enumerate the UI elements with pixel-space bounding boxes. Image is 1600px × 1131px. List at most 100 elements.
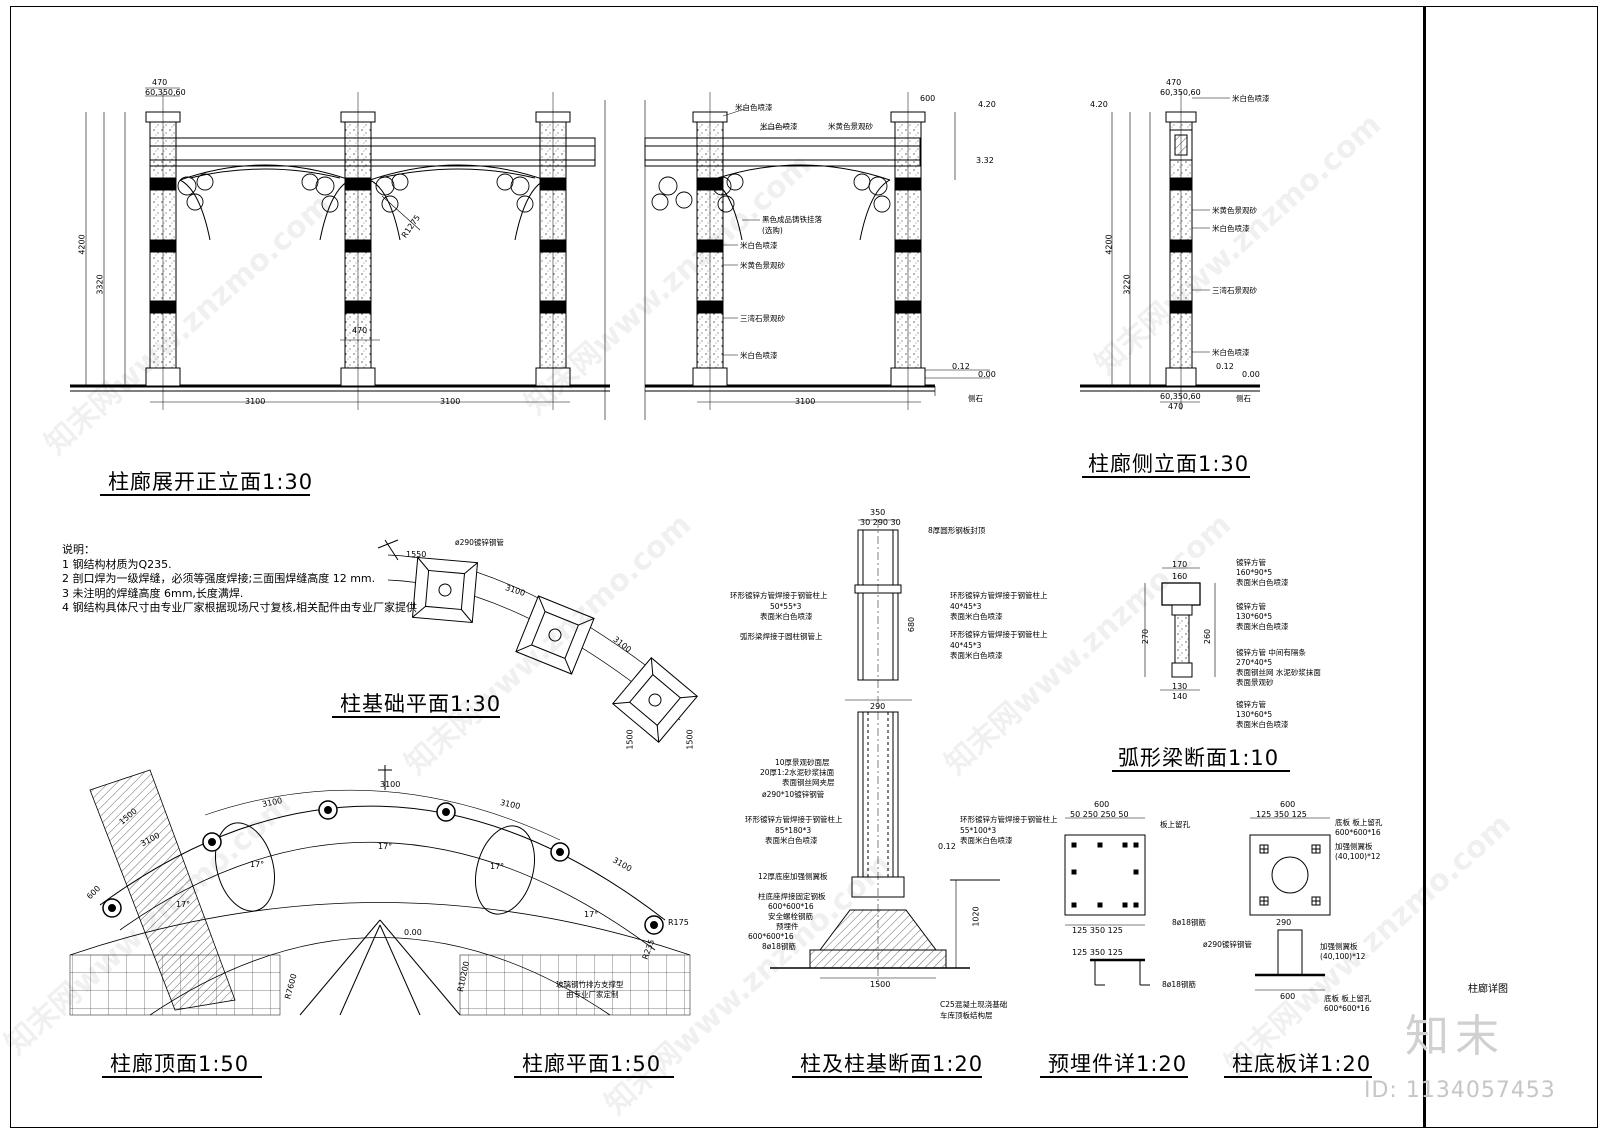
dim-text: 270 (1141, 628, 1151, 645)
label-galv-size: 160*90*5 (1236, 568, 1273, 577)
dim-text: 0.00 (1242, 370, 1260, 379)
drawing-frame (10, 6, 1598, 1128)
title-column-section: 柱及柱基断面1:20 (800, 1052, 984, 1076)
dim-text: R175 (668, 918, 689, 927)
dim-text: 17° (176, 900, 191, 909)
dim-text: 50 250 250 50 (1070, 810, 1129, 819)
label-ring-tube: 环形镀锌方管焊接于钢管柱上 (950, 630, 1048, 639)
label-tube-size: 50*55*3 (770, 602, 802, 611)
dim-text: 3100 (380, 780, 401, 789)
label-arc-beam: 弧形梁焊接于圆柱钢管上 (740, 632, 823, 641)
dim-text: 1500 (870, 980, 891, 989)
label-pipe-wall: ø290*10镀锌钢管 (762, 790, 825, 799)
label-rebar: 8ø18钢筋 (762, 942, 796, 951)
dim-text: 3320 (95, 274, 105, 295)
dim-text: 1500 (685, 729, 695, 750)
dim-text: 470 (1166, 78, 1182, 87)
label-anchor: 8ø18钢筋 (1172, 918, 1206, 927)
label-mesh-render: 表面钢丝网 水泥砂浆抹面 (1236, 668, 1321, 677)
dim-text: 60,350,60 (145, 88, 186, 97)
label-tube-size: 40*45*3 (950, 641, 982, 650)
label-embedded-size: 600*600*16 (748, 932, 794, 941)
dim-text: 3100 (245, 397, 266, 406)
label-galv-size: 130*60*5 (1236, 710, 1273, 719)
title-embedded-detail: 预埋件详1:20 (1048, 1052, 1188, 1076)
label-ring-tube: 环形镀锌方管焊接于钢管柱上 (730, 591, 828, 600)
title-front-elevation: 柱廊展开正立面1:30 (108, 470, 314, 494)
general-notes: 说明： 1 钢结构材质为Q235. 2 剖口焊为一级焊缝，必须等强度焊接;三面围… (62, 543, 417, 616)
dim-text: 130 (1172, 682, 1188, 691)
label-optional: (选购) (762, 226, 783, 235)
label-curb: 侧石 (968, 394, 983, 403)
label-embedded: 预埋件 (776, 922, 799, 931)
label-galv-size: 130*60*5 (1236, 612, 1273, 621)
dim-text: 600 (920, 94, 936, 103)
note-line: 1 钢结构材质为Q235. (62, 557, 172, 571)
label-plate-hole: 板上留孔 (1160, 820, 1190, 829)
label-layer20: 20厚1:2水泥砂浆抹面 (760, 768, 835, 777)
dim-text: 60,350,60 (1160, 392, 1201, 401)
label-surface-paint: 表面米白色喷漆 (960, 836, 1013, 845)
label-surface-paint: 表面米白色喷漆 (1236, 720, 1289, 729)
dim-text: 0.00 (978, 370, 996, 379)
title-underline (100, 494, 310, 496)
label-surface-paint: 表面米白色喷漆 (1236, 622, 1289, 631)
label-c25: C25混凝土现浇基础 (940, 1000, 1008, 1009)
title-underline (332, 716, 500, 718)
label-ring-size: 55*100*3 (960, 826, 997, 835)
base-plate-detail (1249, 817, 1331, 991)
label-paint-white: 米白色喷漆 (735, 103, 773, 112)
label-layer10: 10厚景观砂面层 (775, 758, 830, 767)
front-elevation-right (644, 92, 990, 420)
note-line: 说明： (62, 543, 95, 556)
dim-text: 0.00 (404, 928, 422, 937)
label-surface-paint: 表面米白色喷漆 (760, 612, 813, 621)
dim-text: 4200 (1104, 234, 1114, 255)
title-underline (1112, 770, 1290, 772)
dim-text: 160 (1172, 572, 1188, 581)
label-pipe-290: ø290镀锌钢管 (1203, 940, 1252, 949)
dim-text: 3220 (1122, 274, 1132, 295)
title-underline (1224, 1076, 1372, 1078)
dim-text: 1020 (971, 906, 981, 927)
label-base-size: 600*600*16 (768, 902, 814, 911)
label-sand-yellow: 米黄色景观砂 (740, 261, 785, 270)
dim-text: 0.12 (1216, 362, 1234, 371)
label-ring-size: 85*180*3 (775, 826, 812, 835)
label-paint-white: 米白色喷漆 (760, 122, 798, 131)
title-foundation-plan: 柱基础平面1:30 (340, 692, 502, 716)
label-stiffener-size: (40,100)*12 (1320, 952, 1366, 961)
label-curb: 侧石 (1236, 394, 1251, 403)
label-plate-12: 12厚底座加强侧翼板 (758, 872, 828, 881)
dim-text: 3100 (440, 397, 461, 406)
title-underline (792, 1076, 982, 1078)
dim-text: 170 (1172, 560, 1188, 569)
title-base-plate-detail: 柱底板详1:20 (1232, 1052, 1372, 1076)
image-id: ID: 1134057453 (1364, 1078, 1556, 1103)
label-ring-tube: 环形镀锌方管焊接于钢管柱上 (960, 815, 1058, 824)
title-block-divider (1423, 6, 1426, 1128)
label-base-plate-size: 600*600*16 (1324, 1004, 1370, 1013)
dim-text: 0.12 (938, 842, 956, 851)
dim-text: 17° (584, 910, 599, 919)
sheet-name: 柱廊详图 (1468, 984, 1508, 995)
title-corridor-plan: 柱廊平面1:50 (522, 1052, 662, 1076)
title-underline (1082, 476, 1250, 478)
dim-text: 470 (1168, 402, 1184, 411)
dim-text: 4.20 (978, 100, 996, 109)
label-safety-bolt: 安全螺栓钢筋 (768, 912, 813, 921)
dim-text: 3100 (795, 397, 816, 406)
dim-text: 1500 (625, 729, 635, 750)
label-sanwan-stone: 三湾石景观砂 (740, 314, 785, 323)
label-surface-paint: 表面米白色喷漆 (1236, 578, 1289, 587)
dim-text: 600 (1280, 992, 1296, 1001)
note-line: 3 未注明的焊缝高度 6mm,长度满焊. (62, 586, 244, 600)
dim-text: 3.32 (976, 156, 994, 165)
label-steel-plate: 8厚圆形钢板封顶 (928, 526, 986, 535)
label-ring-tube: 环形镀锌方管焊接于钢管柱上 (950, 591, 1048, 600)
title-side-elevation: 柱廊侧立面1:30 (1088, 452, 1250, 476)
dim-text: 0.12 (952, 362, 970, 371)
label-surface-paint: 表面米白色喷漆 (950, 612, 1003, 621)
front-elevation-left (70, 87, 610, 420)
dim-text: 17° (250, 860, 265, 869)
